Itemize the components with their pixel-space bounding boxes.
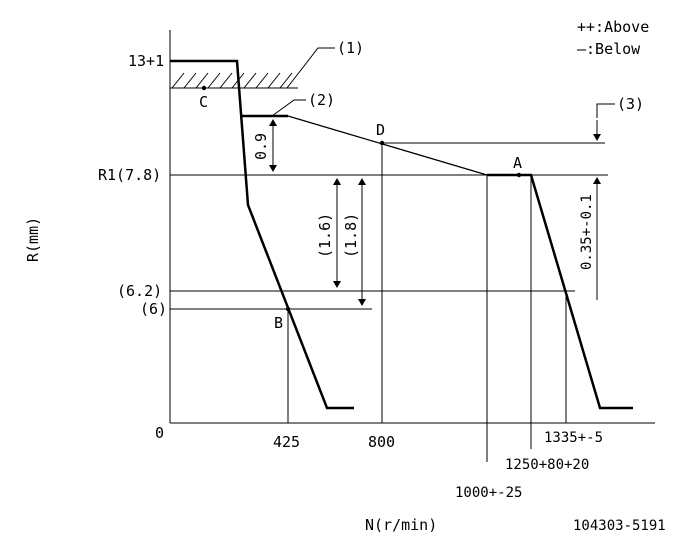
y-tick-13-1: 13+1 (128, 52, 164, 70)
stop-hatching (171, 72, 293, 89)
point-d-label: D (376, 121, 385, 139)
callout-2-leader (271, 99, 306, 117)
y-tick-6: (6) (140, 300, 167, 318)
x-tick-800: 800 (368, 433, 395, 451)
x-tick-1250: 1250+80+20 (505, 457, 589, 473)
x-tick-425: 425 (273, 433, 300, 451)
torque-curve (287, 115, 488, 176)
y-axis-title: R(mm) (24, 217, 42, 262)
dim-1-8-label: (1.8) (342, 213, 360, 258)
point-a-label: A (513, 154, 522, 172)
point-a-marker (516, 172, 522, 178)
legend-above: ++:Above (577, 18, 649, 36)
point-b-marker (285, 306, 291, 312)
origin-label: 0 (155, 424, 164, 442)
callout-3-leader (596, 103, 615, 118)
x-tick-1000: 1000+-25 (455, 485, 522, 501)
x-tick-1335: 1335+-5 (544, 430, 603, 446)
point-d-marker (379, 140, 385, 146)
start-curve (170, 59, 354, 410)
x-axis-title: N(r/min) (365, 516, 437, 534)
dim-035-label: 0.35+-0.1 (579, 194, 595, 270)
callout-2: (2) (308, 91, 335, 109)
y-tick-r1: R1(7.8) (98, 166, 161, 184)
point-b-label: B (274, 314, 283, 332)
point-c-label: C (199, 93, 208, 111)
drawing-id: 104303-5191 (573, 518, 666, 534)
y-tick-6-2: (6.2) (117, 282, 162, 300)
callout-1: (1) (337, 39, 364, 57)
callout-1-leader (286, 47, 335, 89)
dim-0-9-label: 0.9 (252, 133, 270, 160)
legend-below: —:Below (577, 40, 641, 58)
governor-curve (487, 173, 633, 410)
callout-3: (3) (617, 95, 644, 113)
dim-1-6-label: (1.6) (316, 213, 334, 258)
point-c-marker (201, 85, 207, 91)
